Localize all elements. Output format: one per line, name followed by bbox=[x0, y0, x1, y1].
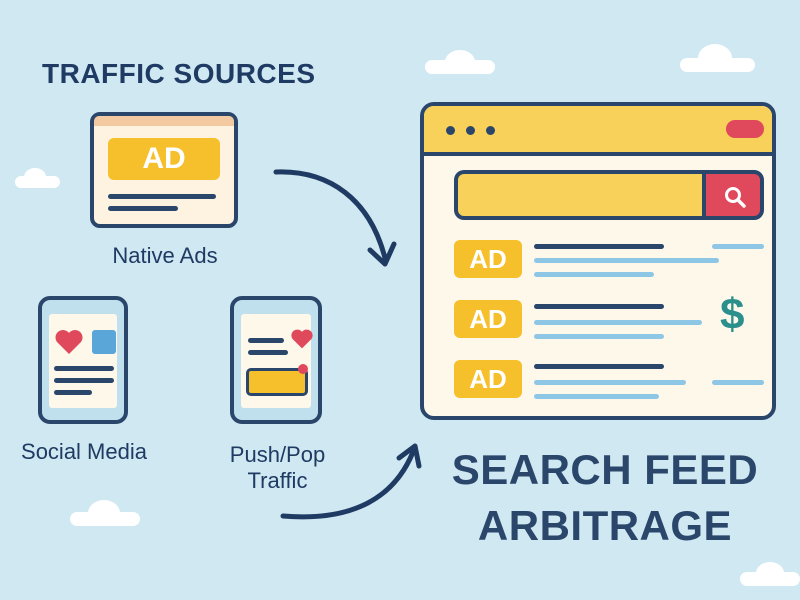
arrow-icon bbox=[280, 443, 422, 520]
result-text-line bbox=[534, 320, 702, 325]
native-ads-card: AD bbox=[90, 112, 238, 228]
window-close-pill[interactable] bbox=[726, 120, 764, 138]
text-line bbox=[108, 194, 216, 199]
ad-result-badge: AD bbox=[454, 240, 522, 278]
native-ad-badge: AD bbox=[108, 138, 220, 180]
cloud bbox=[756, 562, 784, 584]
social-media-label: Social Media bbox=[21, 439, 147, 464]
text-line bbox=[54, 366, 114, 371]
result-side-line bbox=[712, 380, 764, 385]
result-text-line bbox=[534, 272, 654, 277]
dollar-icon: $ bbox=[720, 290, 745, 339]
image-icon bbox=[92, 330, 116, 354]
ad-result-badge: AD bbox=[454, 300, 522, 338]
push-pop-phone bbox=[230, 296, 322, 424]
heart-icon bbox=[55, 330, 83, 354]
window-dot bbox=[486, 126, 495, 135]
push-pop-label: Push/Pop Traffic bbox=[205, 442, 350, 494]
result-text-line bbox=[534, 258, 719, 263]
ad-result-badge: AD bbox=[454, 360, 522, 398]
browser-title-bar bbox=[424, 106, 772, 156]
notification-dot bbox=[298, 364, 308, 374]
result-side-line bbox=[712, 244, 764, 249]
title-line2: ARBITRAGE bbox=[477, 502, 733, 549]
result-title-line bbox=[534, 304, 664, 309]
text-line bbox=[54, 390, 92, 395]
search-button[interactable] bbox=[702, 170, 764, 220]
native-ads-label: Native Ads bbox=[112, 243, 218, 268]
cloud bbox=[698, 44, 732, 72]
cloud bbox=[24, 168, 46, 186]
text-line bbox=[108, 206, 178, 211]
result-text-line bbox=[534, 334, 664, 339]
push-pop-label-line2: Traffic bbox=[247, 468, 308, 493]
title-line1: SEARCH FEED bbox=[451, 446, 759, 493]
search-icon bbox=[725, 187, 746, 208]
text-line bbox=[54, 378, 114, 383]
card-top-bar bbox=[94, 116, 234, 126]
heart-icon bbox=[291, 329, 313, 349]
window-dot bbox=[446, 126, 455, 135]
result-text-line bbox=[534, 380, 686, 385]
traffic-sources-heading: TRAFFIC SOURCES bbox=[42, 58, 316, 89]
window-dot bbox=[466, 126, 475, 135]
cloud bbox=[88, 500, 120, 526]
browser-window: AD AD $ AD bbox=[420, 102, 776, 420]
result-title-line bbox=[534, 244, 664, 249]
arrow-icon bbox=[273, 169, 397, 267]
social-media-phone bbox=[38, 296, 128, 424]
result-text-line bbox=[534, 394, 659, 399]
push-notification-popup bbox=[246, 368, 308, 396]
result-title-line bbox=[534, 364, 664, 369]
push-pop-label-line1: Push/Pop bbox=[229, 442, 326, 467]
search-input[interactable] bbox=[454, 170, 704, 220]
text-line bbox=[248, 338, 284, 343]
text-line bbox=[248, 350, 288, 355]
search-feed-arbitrage-title: SEARCH FEED ARBITRAGE bbox=[430, 442, 780, 554]
cloud bbox=[445, 50, 475, 74]
